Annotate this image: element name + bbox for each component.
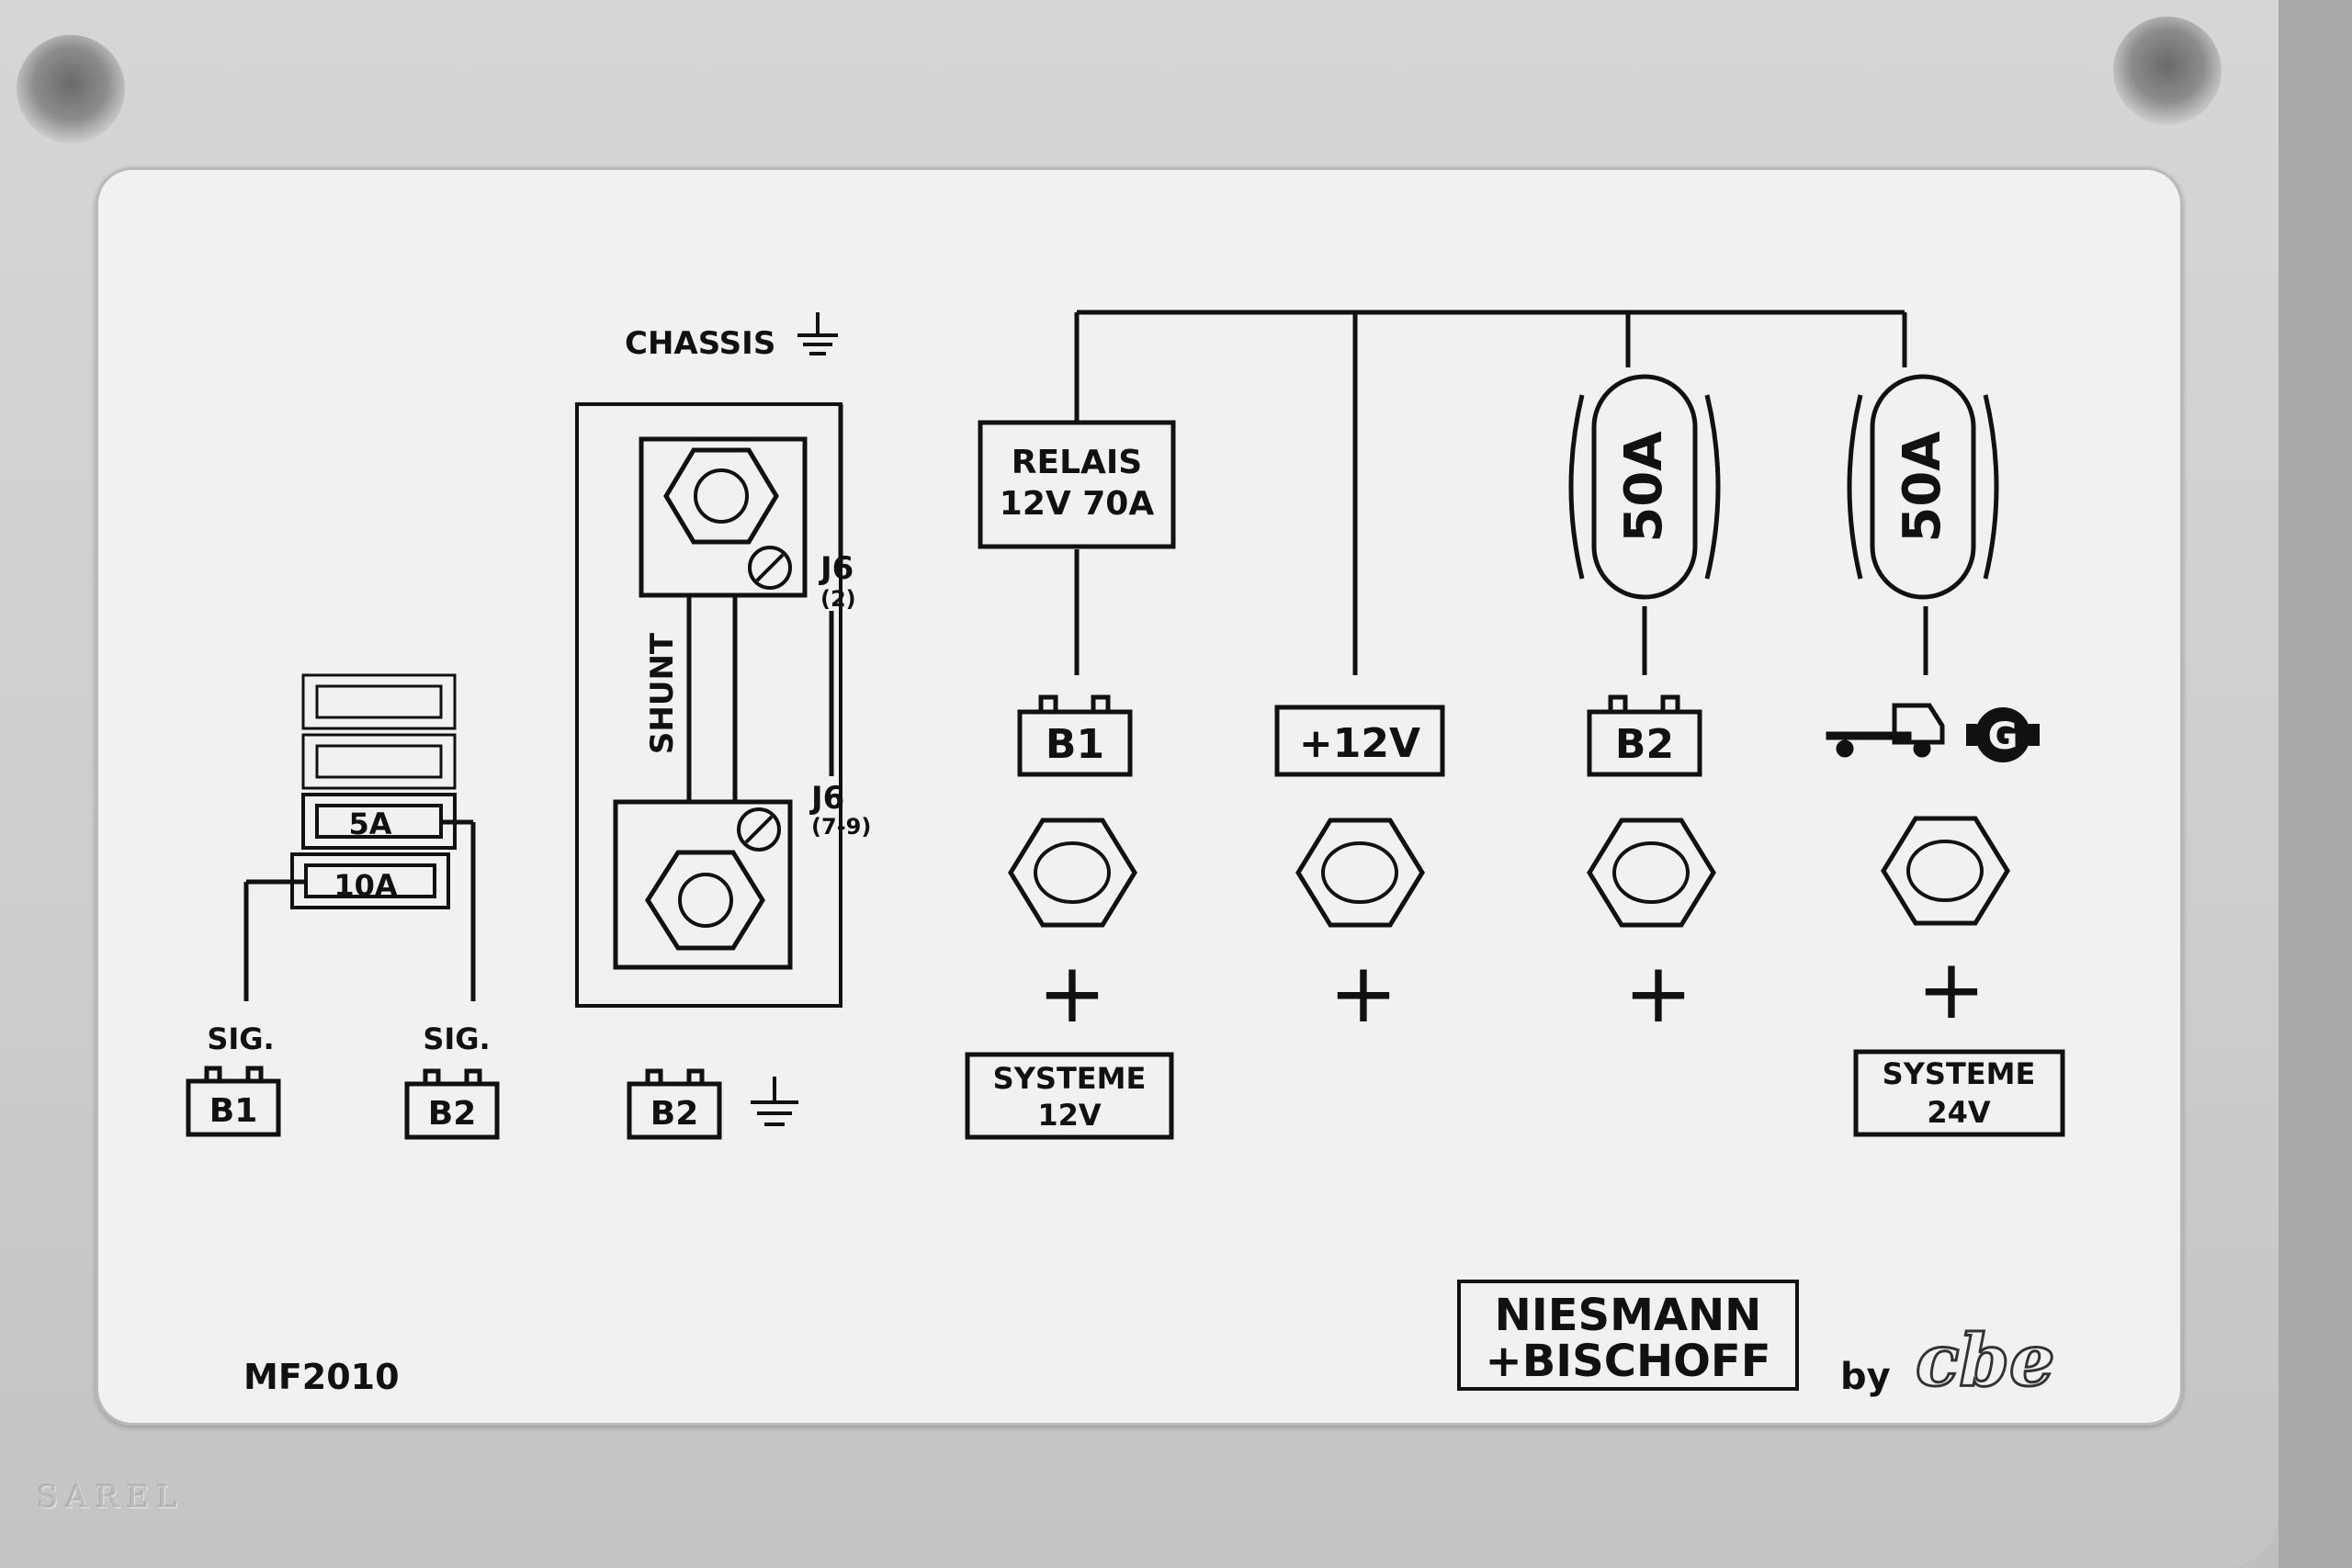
- brand-line2: +BISCHOFF: [1485, 1336, 1770, 1387]
- sig-label-b2: SIG.: [423, 1021, 490, 1056]
- shunt-assembly: [575, 402, 842, 1008]
- screw-hole-top-left: [17, 35, 125, 143]
- plus-sign: +: [1037, 945, 1106, 1042]
- systeme-12v-box: [965, 1052, 1174, 1140]
- plus-sign: +: [1329, 945, 1397, 1042]
- generator-icon: G: [1966, 707, 2040, 762]
- hex-nut-icon: [1587, 818, 1716, 928]
- j6-top-label: J6: [819, 550, 854, 587]
- ground-icon: [751, 1077, 798, 1126]
- j6-top-pin: (2): [820, 586, 856, 612]
- shunt-label: SHUNT: [644, 632, 681, 754]
- fuse-block: [290, 673, 457, 909]
- hex-nut-icon: [1008, 818, 1137, 928]
- fuse-10a-label: 10A: [334, 868, 398, 903]
- chassis-label: CHASSIS: [625, 325, 775, 362]
- battery-icon: [186, 1066, 281, 1137]
- hex-nut-icon: [1295, 818, 1425, 928]
- fuse-5a-label: 5A: [348, 807, 391, 841]
- screw-icon: [737, 807, 781, 852]
- battery-b1-small-label: B1: [209, 1092, 258, 1130]
- truck-icon: [1826, 703, 1945, 758]
- model-number: MF2010: [243, 1357, 400, 1397]
- battery-icon: [1017, 694, 1133, 777]
- cbe-logo: cbe: [1916, 1319, 2055, 1403]
- terminal-b2-label: B2: [1615, 721, 1674, 768]
- battery-icon: [627, 1068, 722, 1140]
- fuse-icon: [1568, 374, 1721, 600]
- by-label: by: [1840, 1356, 1891, 1398]
- relay-label-line2: 12V 70A: [1000, 485, 1155, 523]
- brand-line1: NIESMANN: [1495, 1290, 1762, 1341]
- hex-nut-icon: [663, 447, 779, 545]
- sig-label-b1: SIG.: [207, 1021, 274, 1056]
- relay-box: [978, 420, 1176, 549]
- fuse-icon: [1847, 374, 1999, 600]
- battery-icon: [404, 1068, 500, 1140]
- ground-icon: [797, 312, 838, 355]
- systeme-12v-line2: 12V: [1037, 1098, 1102, 1133]
- battery-b2-small-label: B2: [428, 1095, 477, 1133]
- plus-sign: +: [1623, 945, 1692, 1042]
- hex-nut-icon: [645, 850, 765, 951]
- brand-logo-box: [1457, 1280, 1799, 1391]
- systeme-24v-line2: 24V: [1927, 1095, 1991, 1130]
- hex-nut-icon: [1881, 816, 2010, 926]
- systeme-12v-line1: SYSTEME: [993, 1061, 1147, 1096]
- plus-sign: +: [1917, 942, 1985, 1038]
- fuse-50a-label-2: 50A: [1893, 431, 1952, 543]
- embossed-maker-mark: SAREL: [37, 1479, 185, 1516]
- j6-bottom-label: J6: [809, 780, 844, 817]
- terminal-12v-box: [1274, 705, 1445, 777]
- relay-label-line1: RELAIS: [1012, 444, 1142, 481]
- systeme-24v-line1: SYSTEME: [1883, 1056, 2036, 1091]
- terminal-b1-label: B1: [1046, 721, 1104, 768]
- generator-letter: G: [1988, 716, 2018, 758]
- screw-hole-top-right: [2113, 17, 2222, 125]
- screw-icon: [748, 546, 792, 590]
- battery-b2-chassis-label: B2: [650, 1095, 699, 1133]
- background-surface: [2278, 0, 2352, 1568]
- systeme-24v-box: [1853, 1049, 2065, 1137]
- j6-bottom-pin: (7-9): [811, 814, 871, 840]
- battery-icon: [1587, 694, 1702, 777]
- fuse-50a-label-1: 50A: [1614, 431, 1674, 543]
- terminal-12v-label: +12V: [1299, 720, 1420, 767]
